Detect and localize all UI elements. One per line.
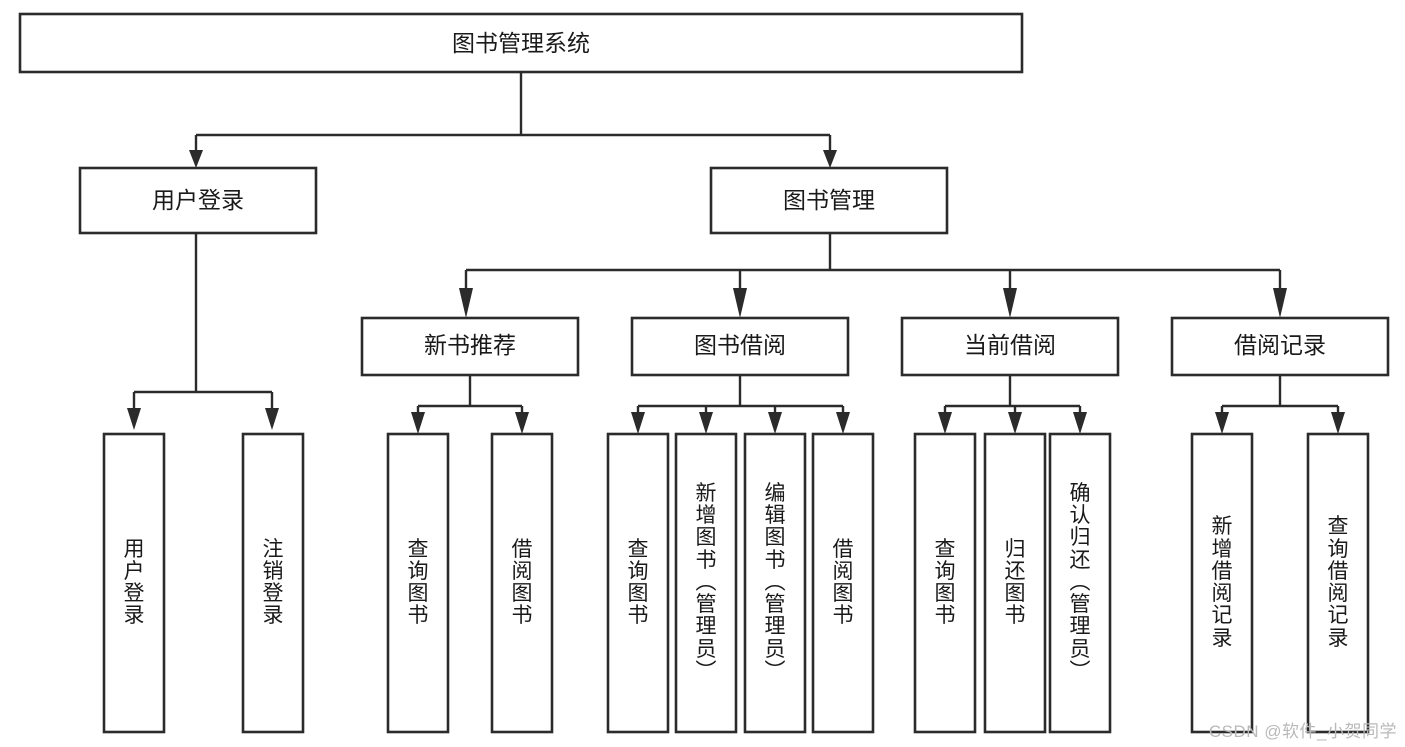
- node-current-borrow[interactable]: 当前借阅: [900, 316, 1120, 377]
- node-current-borrow-label: 当前借阅: [964, 332, 1056, 358]
- node-root[interactable]: 图书管理系统: [18, 12, 1024, 74]
- connector-newbook-to-leaves: [411, 375, 529, 434]
- leaf-box-new-book-0[interactable]: [386, 432, 450, 734]
- leaf-box-book-borrow-1[interactable]: [674, 432, 738, 734]
- connector-bookmgmt-to-level3: [459, 233, 1287, 318]
- node-user-login-label: 用户登录: [152, 187, 244, 213]
- connector-currentborrow-to-leaves: [938, 375, 1087, 434]
- leaf-box-current-borrow-1[interactable]: [983, 432, 1047, 734]
- leaf-box-borrow-record-0[interactable]: [1190, 432, 1254, 734]
- leaf-box-book-borrow-3[interactable]: [811, 432, 875, 734]
- leaf-box-current-borrow-0[interactable]: [913, 432, 977, 734]
- node-book-management-label: 图书管理: [783, 187, 875, 213]
- leaf-box-group-book-borrow: [606, 432, 875, 734]
- node-borrow-record[interactable]: 借阅记录: [1170, 316, 1390, 377]
- leaf-box-book-borrow-2[interactable]: [743, 432, 807, 734]
- leaf-box-group-current-borrow: [913, 432, 1112, 734]
- node-new-book-recommend[interactable]: 新书推荐: [360, 316, 580, 377]
- node-user-login[interactable]: 用户登录: [78, 166, 318, 235]
- leaf-box-group-new-book: [386, 432, 554, 734]
- node-book-management[interactable]: 图书管理: [709, 166, 949, 235]
- leaf-box-group-user-login: [102, 432, 305, 734]
- node-root-label: 图书管理系统: [452, 30, 590, 56]
- leaf-box-book-borrow-0[interactable]: [606, 432, 670, 734]
- leaf-box-user-login-0[interactable]: [102, 432, 166, 734]
- connector-userlogin-to-leaves: [127, 233, 279, 430]
- node-borrow-record-label: 借阅记录: [1234, 332, 1326, 358]
- node-book-borrow-label: 图书借阅: [694, 332, 786, 358]
- connector-bookborrow-to-leaves: [631, 375, 850, 434]
- connector-borrowrecord-to-leaves: [1215, 375, 1345, 434]
- leaf-box-current-borrow-2[interactable]: [1048, 432, 1112, 734]
- node-book-borrow[interactable]: 图书借阅: [630, 316, 850, 377]
- leaf-box-user-login-1[interactable]: [241, 432, 305, 734]
- leaf-box-borrow-record-1[interactable]: [1306, 432, 1370, 734]
- node-new-book-recommend-label: 新书推荐: [424, 332, 516, 358]
- leaf-box-new-book-1[interactable]: [490, 432, 554, 734]
- connector-root-to-level2: [189, 72, 837, 168]
- leaf-box-group-borrow-record: [1190, 432, 1370, 734]
